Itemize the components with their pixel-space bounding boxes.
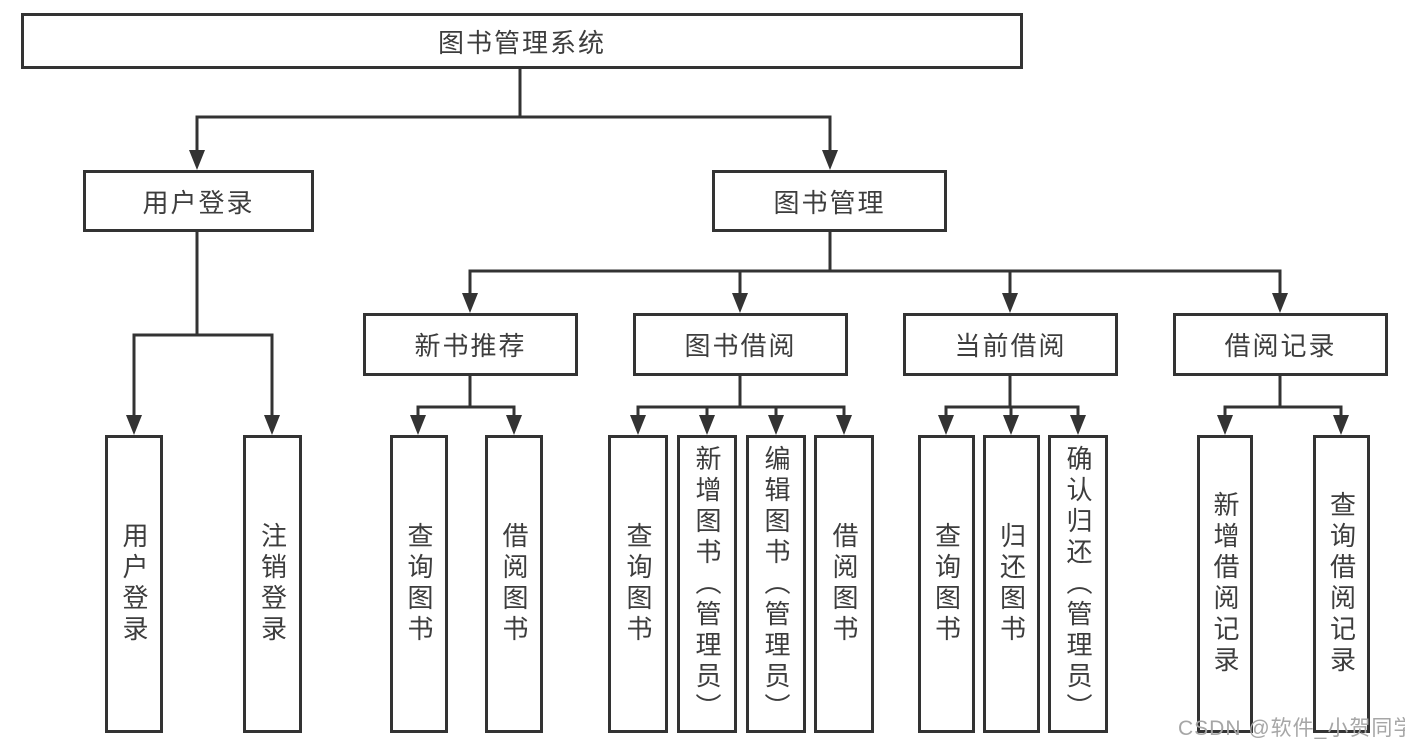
- leaf-current-query-book: 查询图书: [918, 435, 975, 733]
- leaf-borrow-query-book: 查询图书: [608, 435, 668, 733]
- node-user-login-label: 用户登录: [142, 187, 255, 218]
- node-library-system-label: 图书管理系统: [437, 27, 606, 58]
- leaf-logout-label: 注销登录: [257, 522, 288, 646]
- leaf-newbook-query-book: 查询图书: [390, 435, 448, 733]
- node-current-borrow: 当前借阅: [903, 313, 1118, 376]
- leaf-borrow-edit-book-admin-label: 编辑图书（管理员）: [761, 444, 791, 724]
- node-book-borrow-label: 图书借阅: [684, 331, 797, 361]
- leaf-record-add-record: 新增借阅记录: [1197, 435, 1253, 733]
- leaf-borrow-borrow-book: 借阅图书: [814, 435, 874, 733]
- leaf-newbook-query-book-label: 查询图书: [404, 522, 434, 646]
- leaf-newbook-borrow-book-label: 借阅图书: [499, 522, 529, 646]
- node-borrow-record-label: 借阅记录: [1224, 331, 1337, 361]
- leaf-current-return-book-label: 归还图书: [996, 522, 1027, 646]
- node-book-management-label: 图书管理: [773, 187, 886, 218]
- node-current-borrow-label: 当前借阅: [954, 331, 1067, 361]
- csdn-watermark: CSDN @软件_小贺同学: [1178, 717, 1405, 740]
- node-borrow-record: 借阅记录: [1173, 313, 1388, 376]
- leaf-borrow-borrow-book-label: 借阅图书: [829, 522, 859, 646]
- leaf-current-query-book-label: 查询图书: [931, 522, 962, 646]
- node-user-login: 用户登录: [83, 170, 314, 232]
- leaf-current-return-book: 归还图书: [983, 435, 1040, 733]
- leaf-borrow-add-book-admin-label: 新增图书（管理员）: [692, 444, 722, 724]
- node-book-management: 图书管理: [712, 170, 947, 232]
- leaf-borrow-add-book-admin: 新增图书（管理员）: [677, 435, 737, 733]
- node-book-borrow: 图书借阅: [633, 313, 848, 376]
- leaf-logout: 注销登录: [243, 435, 302, 733]
- leaf-borrow-query-book-label: 查询图书: [623, 522, 653, 646]
- leaf-borrow-edit-book-admin: 编辑图书（管理员）: [746, 435, 806, 733]
- arrowheads: [126, 150, 1349, 435]
- leaf-newbook-borrow-book: 借阅图书: [485, 435, 543, 733]
- leaf-record-add-record-label: 新增借阅记录: [1210, 491, 1240, 677]
- leaf-record-query-record: 查询借阅记录: [1313, 435, 1370, 733]
- leaf-user-login: 用户登录: [105, 435, 163, 733]
- leaf-user-login-label: 用户登录: [119, 522, 149, 646]
- node-new-book-recommend-label: 新书推荐: [414, 331, 527, 361]
- node-new-book-recommend: 新书推荐: [363, 313, 578, 376]
- leaf-record-query-record-label: 查询借阅记录: [1326, 491, 1357, 677]
- leaf-current-confirm-return-admin: 确认归还（管理员）: [1048, 435, 1108, 733]
- leaf-current-confirm-return-admin-label: 确认归还（管理员）: [1063, 444, 1093, 724]
- node-library-system: 图书管理系统: [21, 13, 1023, 69]
